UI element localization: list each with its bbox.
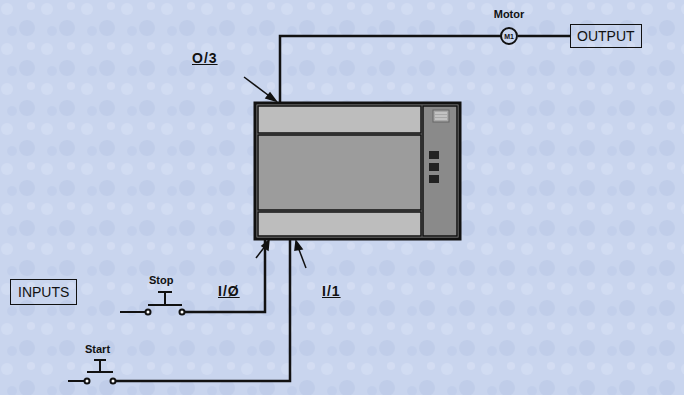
- input-address: I/1: [322, 283, 341, 299]
- input-address: I/Ø: [218, 283, 240, 299]
- motor-circle: M1: [500, 27, 518, 45]
- output-wire: [280, 36, 501, 103]
- switch-label: Stop: [149, 274, 173, 286]
- inputs-label: INPUTS: [18, 284, 69, 300]
- output-address: O/3: [192, 50, 218, 66]
- switch-label: Start: [85, 343, 110, 355]
- inputs-box: INPUTS: [10, 279, 77, 305]
- start-switch: [68, 239, 290, 384]
- output-label: OUTPUT: [577, 28, 635, 44]
- output-box: OUTPUT: [570, 24, 642, 48]
- wire-connector: [518, 36, 570, 37]
- motor-id: M1: [504, 33, 514, 40]
- motor-label: Motor: [480, 8, 538, 20]
- plc-unit: [255, 103, 460, 239]
- motor-symbol: MotorM1: [480, 8, 538, 48]
- stop-switch: [120, 239, 265, 315]
- leader-arrows: [244, 77, 306, 268]
